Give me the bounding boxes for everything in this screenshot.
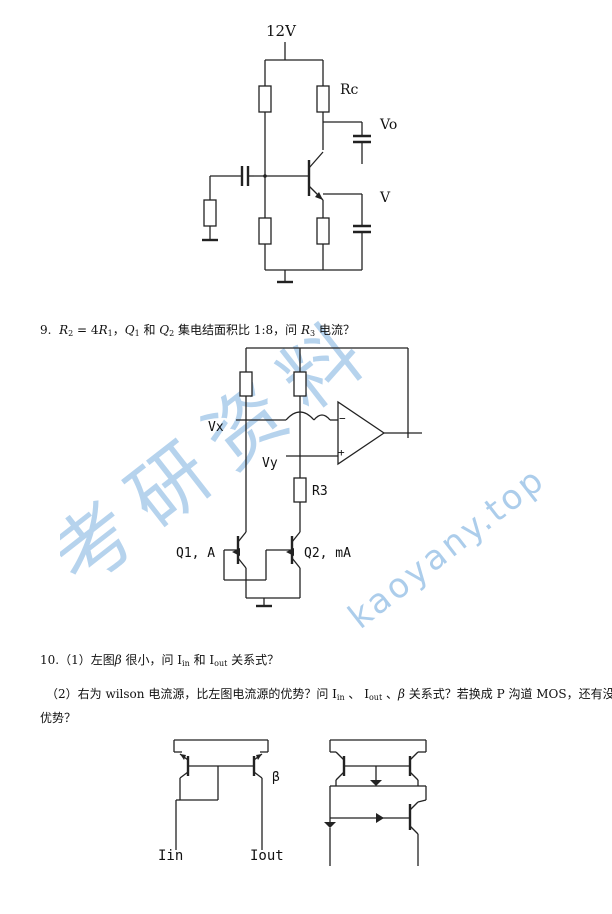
opamp-plus-sign: + [338,446,345,459]
q9-r3-sub: 3 [310,329,316,338]
q10-line2-suffix: 关系式？若换成 P 沟道 MOS，还有没有 [404,687,612,701]
question-10-part-2-cont: 优势？ [40,710,76,726]
q9-q2: Q [159,323,170,337]
q10-line2-sep2: 、 [382,687,398,701]
q2-label: Q2, mA [304,546,351,561]
q10-line3: 优势？ [40,711,77,725]
q10-line1-sub-in: in [182,659,190,668]
q10-line1-prefix: 10.（1）左图 [40,653,115,667]
q9-q1: Q [124,323,135,337]
question-9-number: 9. [40,323,52,337]
q10-line1-and: 和 I [189,653,215,667]
q9-r3: R [301,323,311,337]
supply-voltage-label: 12V [266,22,296,40]
question-10-part-1: 10.（1）左图β 很小，问 Iin 和 Iout 关系式？ [40,652,279,672]
q10-line2-prefix: （2）右为 wilson 电流源，比左图电流源的优势？问 I [46,687,337,701]
question-10-part-2: （2）右为 wilson 电流源，比左图电流源的优势？问 Iin 、 Iout … [46,686,612,706]
vx-label: Vx [208,420,224,435]
iin-label: Iin [158,848,184,864]
q10-line2-sub-out: out [368,693,383,702]
q9-q2-sub: 2 [169,329,175,338]
v-label: V [380,190,391,206]
figure-1-amplifier: 12V Rc Vo V [0,0,612,300]
q10-beta: β [114,653,122,667]
q10-line2-sep1: 、 I [344,687,369,701]
q9-r1-sub: 1 [107,329,113,338]
vy-label: Vy [262,456,278,471]
opamp-minus-sign: − [339,412,346,425]
q9-eq: = 4 [73,323,99,337]
q9-q1-sub: 1 [134,329,140,338]
beta-label: β [272,770,280,785]
vo-label: Vo [380,117,398,133]
q10-line2-sub-in: in [336,693,345,702]
figure-2-opamp-circuit: Vx Vy R3 Q1, A Q2, mA − + [0,340,612,620]
q10-line1-suffix: 关系式？ [227,653,280,667]
figure-3-current-mirrors: Iin Iout β [0,730,612,910]
question-9: 9. R2 = 4R1，Q1 和 Q2 集电结面积比 1:8，问 R3 电流？ [40,322,355,342]
q10-line2-beta: β [398,687,405,701]
q9-r2-sub: 2 [68,329,74,338]
iout-label: Iout [250,848,284,864]
rc-label: Rc [340,82,359,98]
r3-label: R3 [312,484,328,499]
q9-ratio-text: 集电结面积比 1:8，问 [174,323,301,337]
q9-ask: 电流？ [315,323,355,337]
q9-r1: R [98,323,108,337]
q9-and: 和 [139,323,160,337]
q10-line1-sub-out: out [214,659,228,668]
q1-label: Q1, A [176,546,216,561]
q9-comma: ， [112,323,125,337]
q9-r2: R [59,323,69,337]
q10-line1-mid: 很小，问 I [121,653,183,667]
